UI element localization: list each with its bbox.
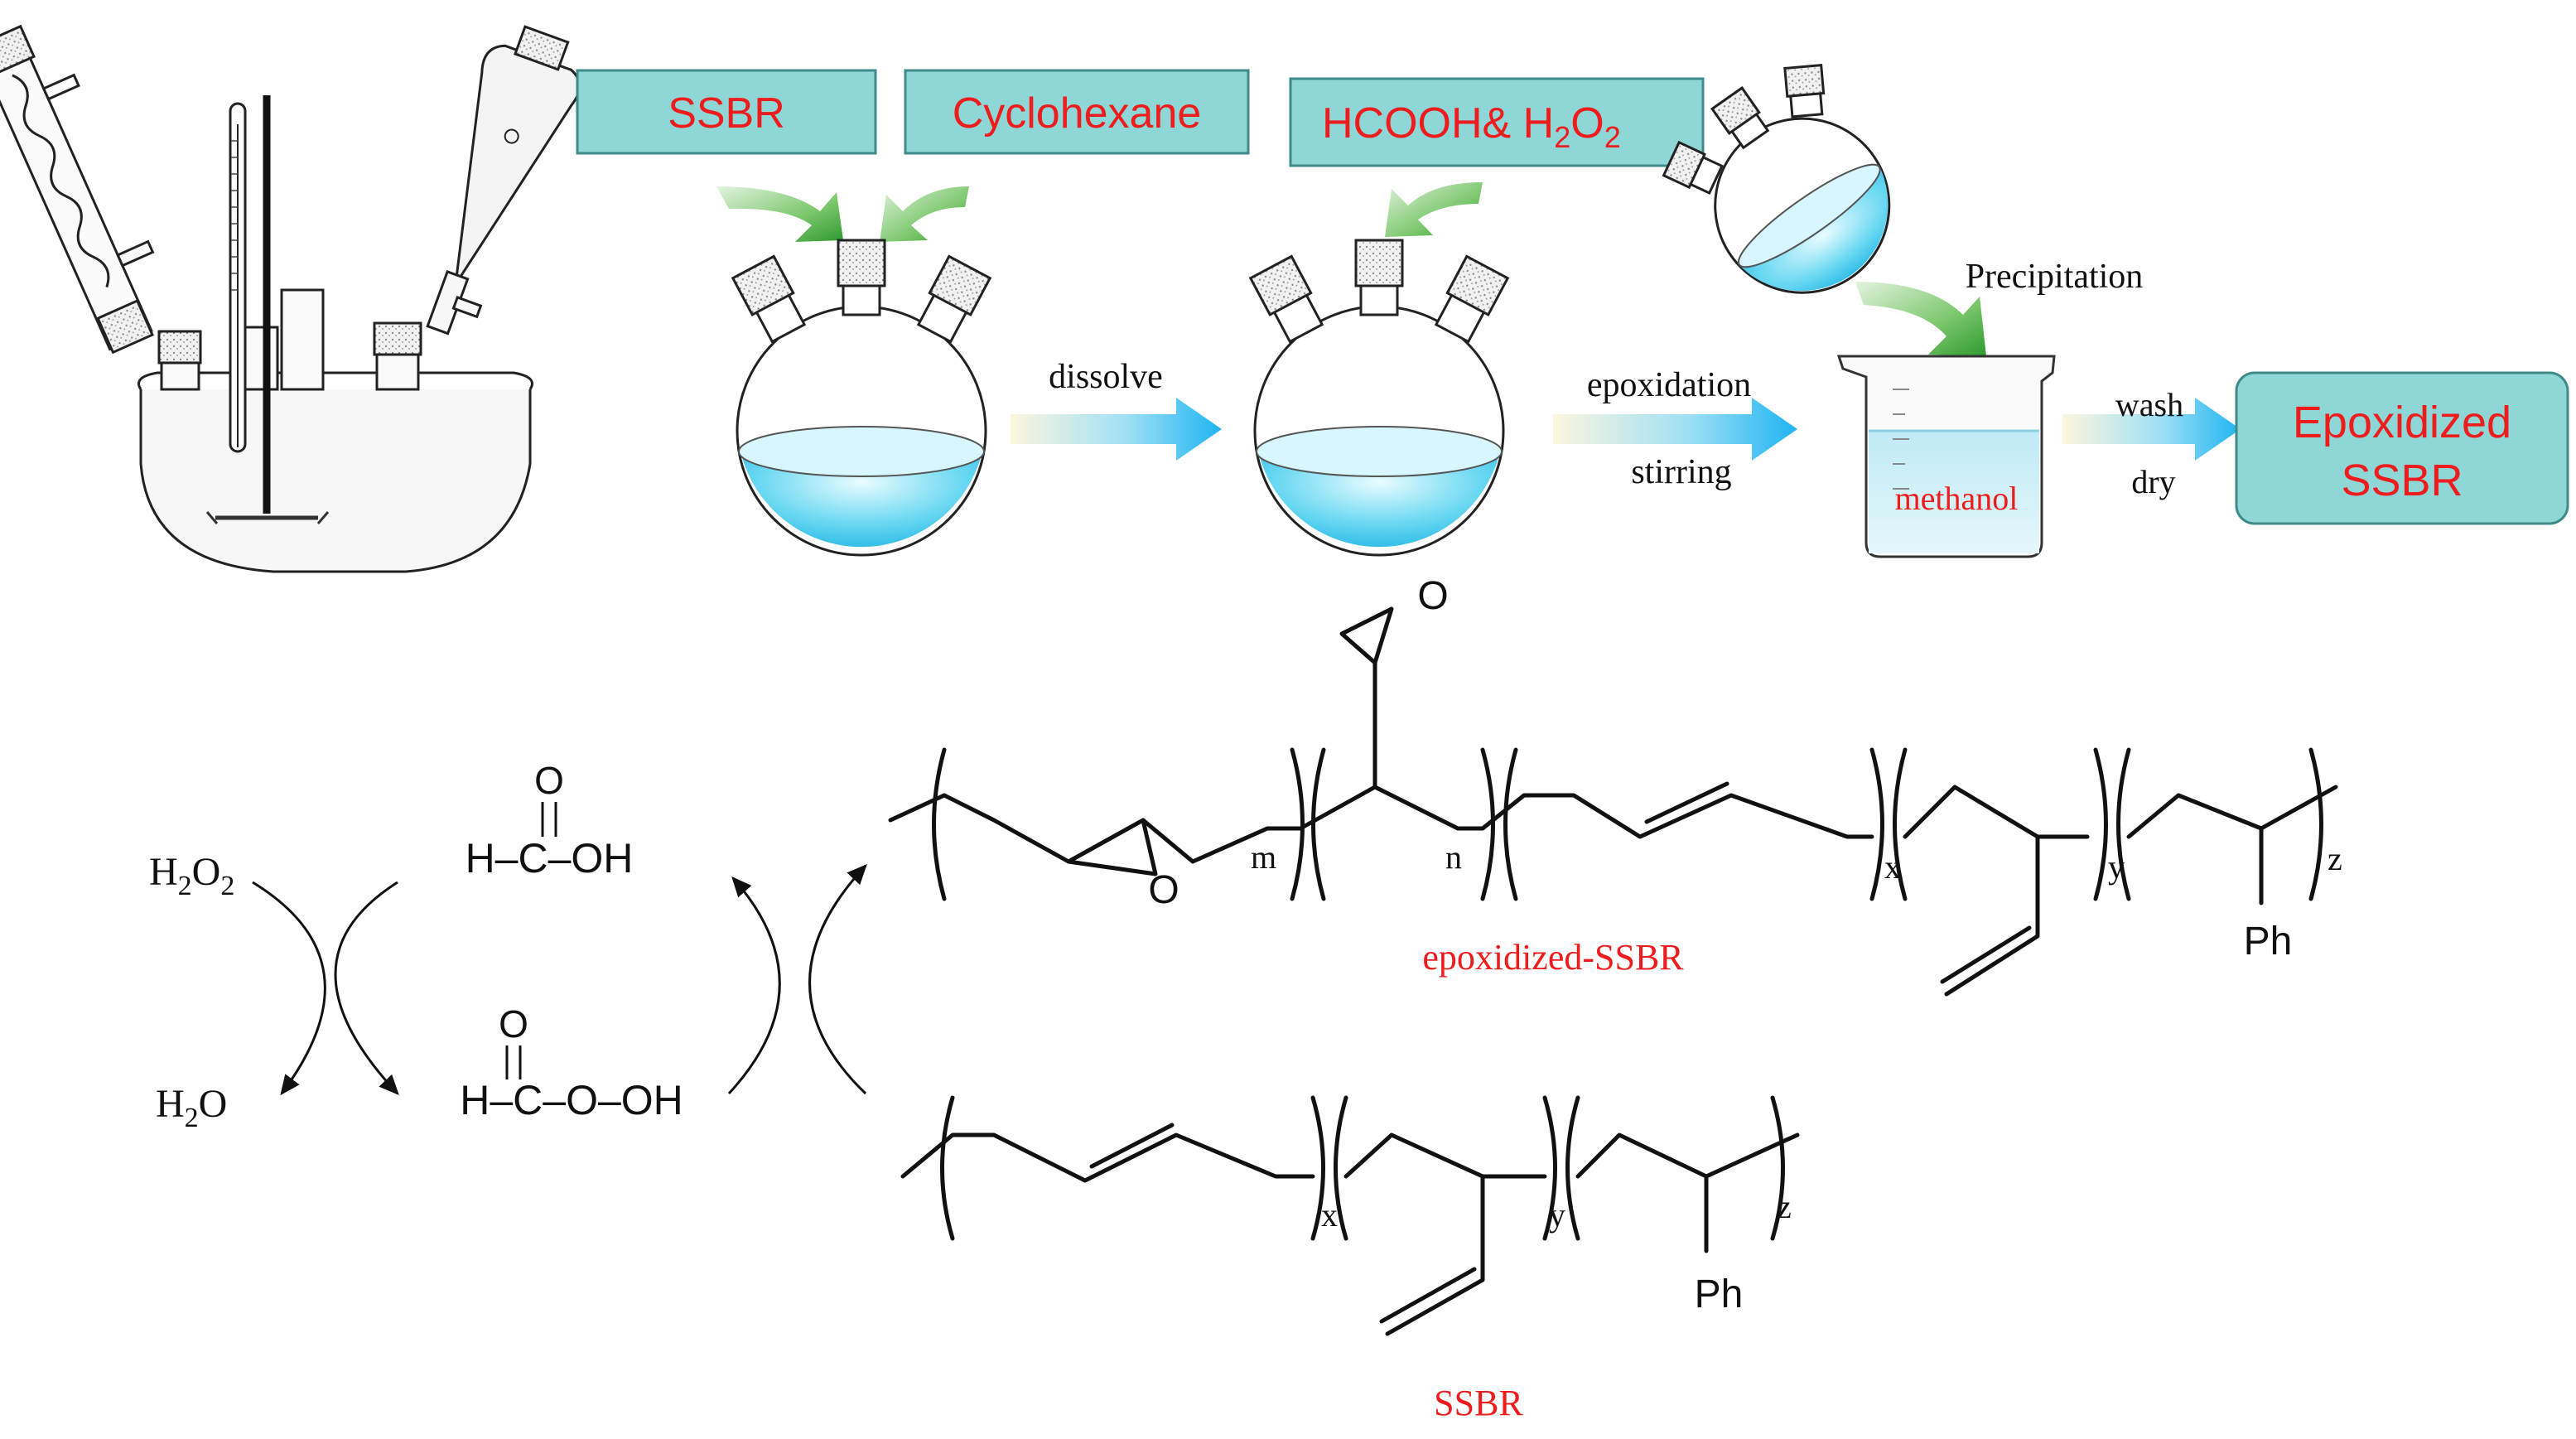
performic-acid-formula: H–C–O–OH <box>460 1077 683 1123</box>
epoxidized-box-line2: SSBR <box>2341 456 2463 505</box>
green-arrow-ssbr <box>716 186 843 242</box>
green-arrow-precipitation <box>1855 282 1986 356</box>
ssbr-ph-label: Ph <box>1695 1272 1744 1316</box>
ssbr-structure: Ph x y z SSBR <box>900 1095 1800 1423</box>
blue-arrow-wash-dry <box>2062 398 2241 461</box>
epox-sub-m: m <box>1251 838 1276 876</box>
formic-carbonyl-o: O <box>534 759 564 802</box>
epox-ph-label: Ph <box>2244 920 2293 963</box>
epoxidation-label: epoxidation <box>1587 366 1751 404</box>
stirring-label: stirring <box>1631 453 1731 491</box>
blue-arrow-dissolve <box>1011 398 1222 461</box>
green-arrow-reagent <box>1385 182 1483 237</box>
ssbr-label: SSBR <box>668 89 785 138</box>
reagent-label: HCOOH& H2O2 <box>1322 99 1621 154</box>
formic-acid-formula: H–C–OH <box>466 835 634 881</box>
precipitation-label: Precipitation <box>1966 258 2144 296</box>
epox-sub-x: x <box>1884 848 1901 886</box>
three-neck-flask-1 <box>731 239 992 557</box>
blue-arrow-epoxidation <box>1553 398 1797 461</box>
pendant-epoxide-o: O <box>1417 574 1448 618</box>
methanol-label: methanol <box>1895 480 2019 517</box>
three-neck-flask-2 <box>1248 239 1510 557</box>
epox-sub-y: y <box>2108 848 2125 886</box>
reagent-label-box: HCOOH& H2O2 <box>1289 77 1705 167</box>
ssbr-sub-x: x <box>1321 1196 1338 1234</box>
green-arrow-cyclohexane <box>880 186 969 242</box>
ssbr-sub-y: y <box>1549 1196 1565 1234</box>
epoxidized-ssbr-box: Epoxidized SSBR <box>2235 371 2569 525</box>
dry-label: dry <box>2131 463 2175 500</box>
ssbr-sub-z: z <box>1777 1188 1792 1225</box>
performic-carbonyl-o: O <box>499 1002 528 1045</box>
pouring-flask <box>1662 63 1891 294</box>
reaction-apparatus-illustration <box>0 24 581 573</box>
epoxidized-ssbr-structure: O O Ph m n x y z epoxidized-SSBR <box>888 574 2342 997</box>
ssbr-caption: SSBR <box>1434 1383 1523 1423</box>
epoxidized-box-line1: Epoxidized <box>2293 398 2511 447</box>
h2o-label: H2O <box>156 1082 227 1133</box>
dissolve-label: dissolve <box>1049 358 1163 396</box>
wash-label: wash <box>2115 386 2183 423</box>
epox-sub-z: z <box>2328 840 2342 877</box>
epox-sub-n: n <box>1445 838 1462 876</box>
ssbr-label-box: SSBR <box>576 69 877 155</box>
cyclohexane-label: Cyclohexane <box>953 89 1202 138</box>
h2o2-label: H2O2 <box>149 850 234 901</box>
performic-acid-cycle: H2O2 H2O O H–C–OH O H–C–O–OH <box>149 759 867 1133</box>
epoxidized-ssbr-caption: epoxidized-SSBR <box>1422 937 1684 978</box>
cyclohexane-label-box: Cyclohexane <box>904 69 1250 155</box>
methanol-beaker: methanol <box>1836 355 2056 558</box>
chain-epoxide-o: O <box>1148 868 1179 912</box>
